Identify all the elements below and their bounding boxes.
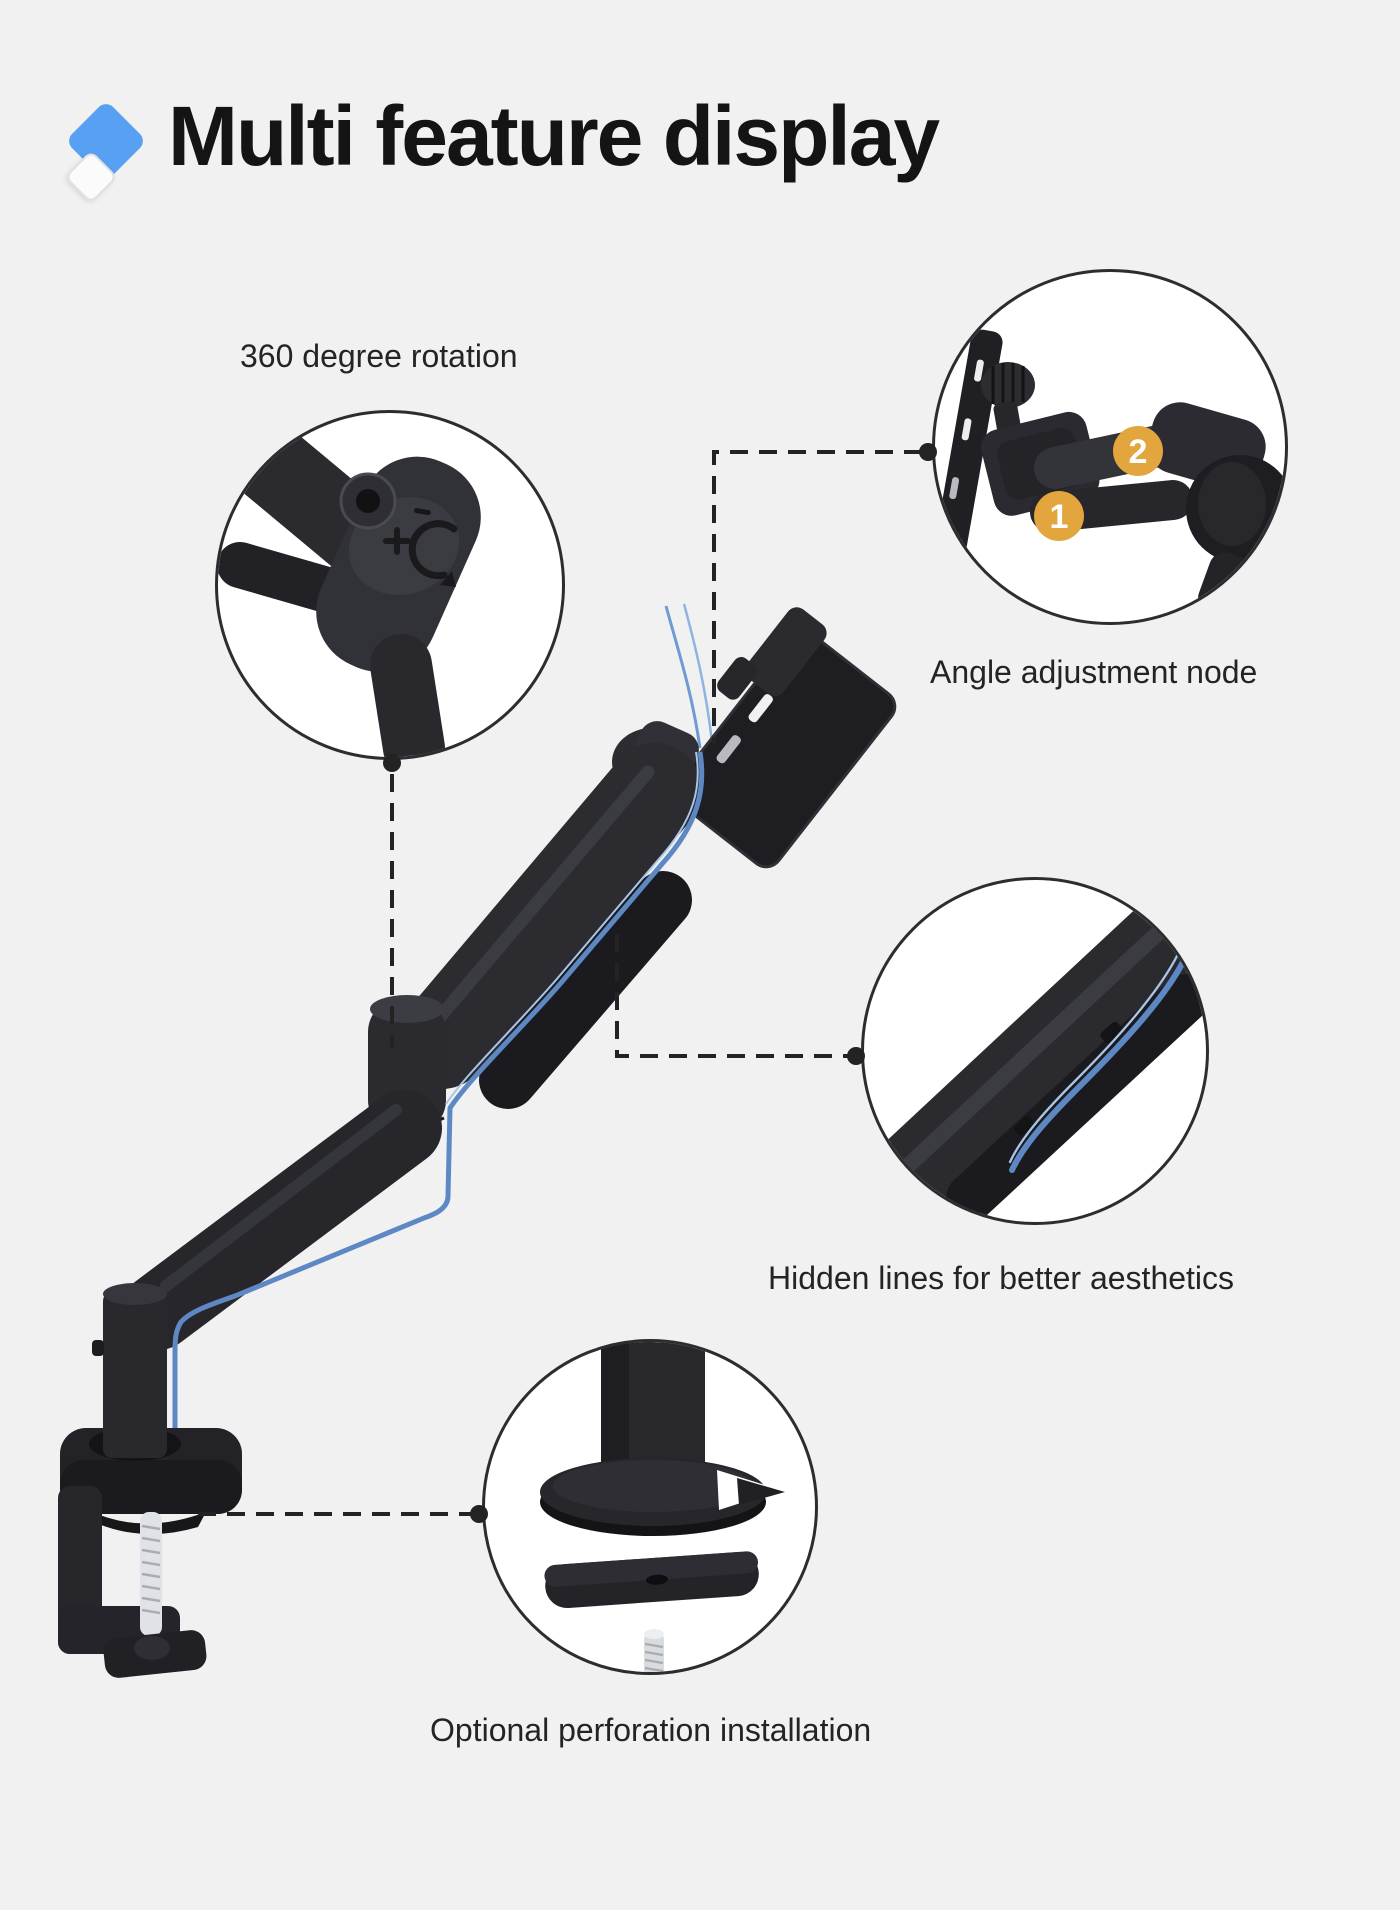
feature-label-perforation: Optional perforation installation [430,1712,872,1748]
elbow-joint [368,995,446,1134]
rotation-arrow-icon [408,520,458,587]
page-title: Multi feature display [168,89,940,183]
callout-circle-angle-adjustment: 1 2 [932,269,1288,625]
vesa-plate [672,607,897,869]
threaded-rod [644,1629,664,1672]
lower-arm [120,1090,442,1350]
plus-adjust-icon [383,527,411,555]
marker-1-badge: 1 [1034,491,1084,541]
svg-text:1: 1 [1050,498,1069,536]
clamp-base [58,1283,242,1678]
connector-hidden-lines [615,934,848,1058]
feature-label-angle-adjustment: Angle adjustment node [930,654,1258,690]
knurled-knob [981,362,1035,433]
clamp-knob [103,1630,207,1678]
hidden-cable [1009,957,1187,1173]
feature-label-hidden-lines: Hidden lines for better aesthetics [768,1260,1235,1296]
connector-angle-adjustment [712,450,922,744]
callout-circle-rotation [215,410,565,760]
angle-node-illustration: 1 2 [935,329,1285,620]
rotation-joint-illustration [218,413,481,757]
hidden-lines-illustration [869,880,1206,1222]
feature-label-rotation: 360 degree rotation [240,338,518,374]
callout-circle-perforation [482,1339,818,1675]
svg-text:2: 2 [1129,433,1148,471]
clamp-screw [140,1512,162,1636]
marker-2-badge: 2 [1113,426,1163,476]
grommet-plate [544,1551,759,1608]
callout-circle-hidden-lines [861,877,1209,1225]
grommet-parts-illustration [540,1342,785,1672]
upper-arm [395,743,702,1109]
